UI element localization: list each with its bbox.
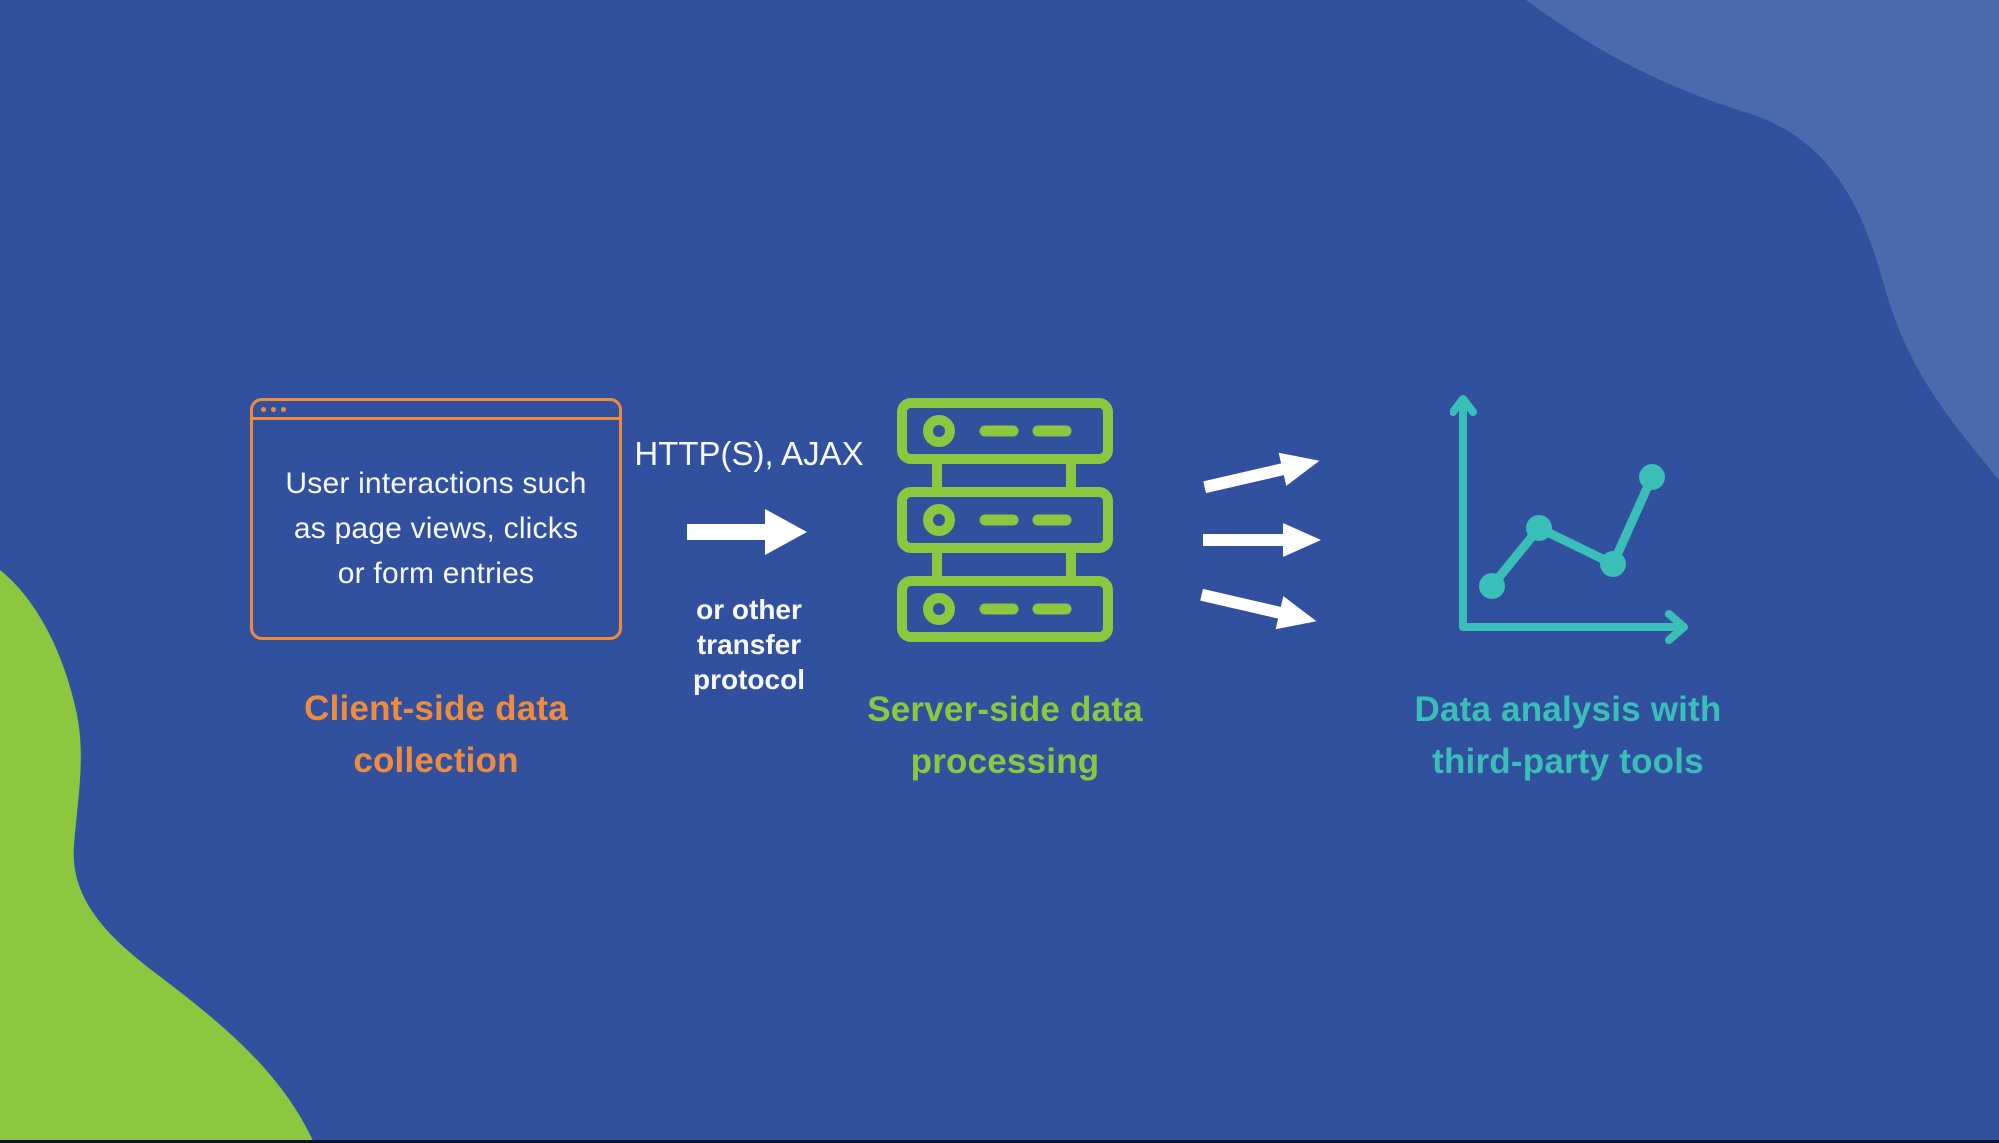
client-stage-label: Client-side data collection <box>216 683 656 787</box>
wave-bottom-left <box>0 570 314 1143</box>
arrow-right-icon <box>1203 523 1321 557</box>
protocol-label: HTTP(S), AJAX <box>634 435 864 472</box>
client-stage-label-line: Client-side data <box>304 689 568 728</box>
window-dot-icon <box>271 406 276 412</box>
server-stage-label-line: Server-side data <box>867 690 1143 729</box>
analysis-stage-label-line: third-party tools <box>1432 742 1704 781</box>
transfer-note-line: protocol <box>693 664 805 695</box>
server-unit <box>897 576 1113 642</box>
window-dot-icon <box>281 406 286 412</box>
bottom-edge-strip <box>0 1140 1999 1143</box>
arrow-down-right-icon <box>1200 588 1317 630</box>
analysis-stage-label: Data analysis with third-party tools <box>1348 684 1788 788</box>
client-stage-label-line: collection <box>353 741 519 780</box>
arrow-shape <box>1203 523 1321 557</box>
wave-top-right <box>1526 0 1999 480</box>
chart-points <box>1479 464 1665 599</box>
browser-window-icon: User interactions such as page views, cl… <box>250 398 622 640</box>
window-text-line: or form entries <box>337 557 535 590</box>
server-rack-icon <box>897 398 1113 642</box>
chart-axes <box>1450 395 1688 644</box>
arrow-shape <box>1200 588 1317 630</box>
transfer-note: or other transfer protocol <box>639 592 859 697</box>
chart-line <box>1487 472 1657 591</box>
window-dot-icon <box>261 406 266 412</box>
transfer-note-line: or other <box>696 594 802 625</box>
browser-window-text: User interactions such as page views, cl… <box>253 420 619 637</box>
arrow-shape <box>687 509 807 555</box>
transfer-note-line: transfer <box>696 629 802 660</box>
server-stage-label-line: processing <box>910 742 1100 781</box>
analysis-stage-label-line: Data analysis with <box>1414 690 1722 729</box>
line-chart-icon <box>1450 395 1688 644</box>
arrow-up-right-icon <box>1203 452 1320 494</box>
window-text-line: User interactions such <box>285 467 587 500</box>
arrow-shape <box>1203 452 1320 494</box>
browser-window-titlebar <box>253 401 619 420</box>
server-unit <box>897 398 1113 464</box>
server-stage-label: Server-side data processing <box>785 684 1225 788</box>
server-unit <box>897 487 1113 553</box>
arrow-right-icon <box>687 509 807 555</box>
window-text-line: as page views, clicks <box>293 512 579 545</box>
